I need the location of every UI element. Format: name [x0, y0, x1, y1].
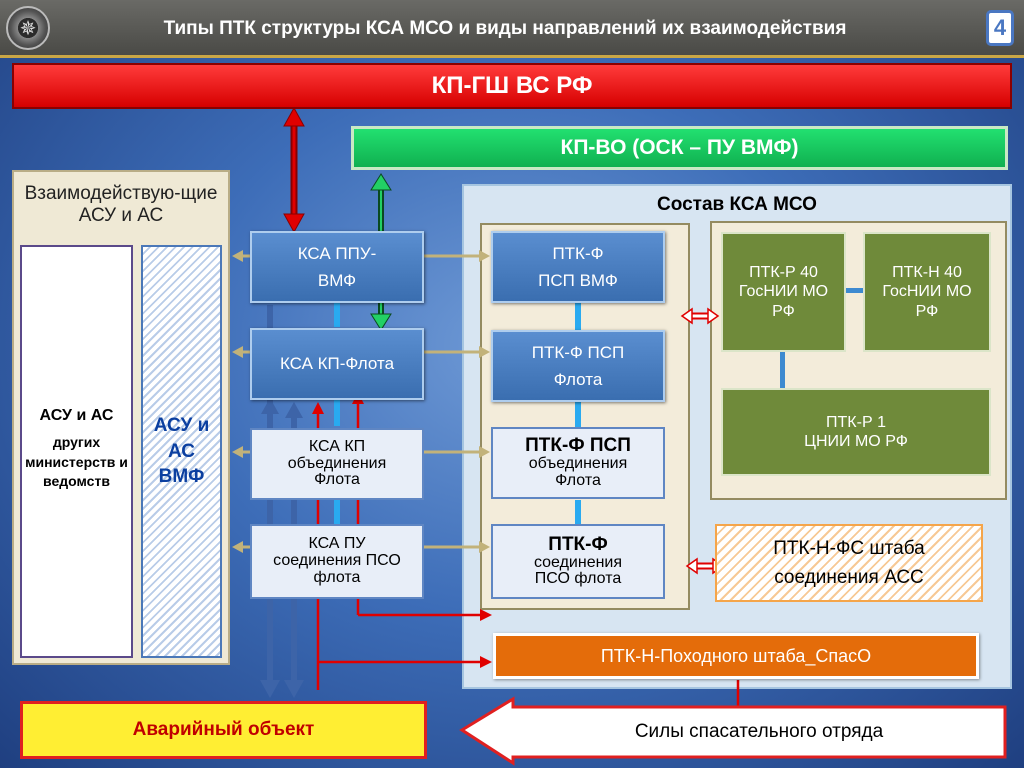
ptk-f-soed-bottom: соединения ПСО флота [533, 553, 623, 588]
ksa-kp-flota-label: КСА КП-Флота [279, 354, 395, 374]
ptk-r-40-label: ПТК-Р 40 ГосНИИ МО РФ [738, 264, 829, 320]
ptk-n-fs-label: ПТК-Н-ФС штаба соединения АСС [773, 537, 925, 588]
ptk-f-psp-obed-box[interactable]: ПТК-Ф ПСП объединения Флота [491, 427, 665, 499]
ksa-kp-obed-box[interactable]: КСА КП объединения Флота [250, 428, 424, 500]
ptk-f-psp-flota-label: ПТК-Ф ПСП Флота [531, 342, 625, 389]
ptk-f-soed-top: ПТК-Ф [548, 533, 608, 555]
ptk-f-psp-obed-bottom: объединения Флота [528, 455, 628, 489]
ptk-f-psp-obed-top: ПТК-Ф ПСП [525, 435, 631, 457]
vmf-systems-column: АСУ и АС ВМФ [141, 245, 222, 658]
ptk-f-psp-flota-box[interactable]: ПТК-Ф ПСП Флота [491, 330, 665, 402]
emergency-object-box[interactable]: Аварийный объект [20, 701, 427, 759]
kp-vo-bar[interactable]: КП-ВО (ОСК – ПУ ВМФ) [351, 126, 1008, 170]
slide-title: Типы ПТК структуры КСА МСО и виды направ… [163, 18, 847, 39]
ksa-ppu-vmf-label: КСА ППУ-ВМФ [297, 243, 377, 290]
rescue-forces-arrow[interactable]: Силы спасательного отряда [634, 721, 884, 742]
ksa-pu-soed-label: КСА ПУ соединения ПСО флота [273, 535, 401, 586]
ksa-ppu-vmf-box[interactable]: КСА ППУ-ВМФ [250, 231, 424, 303]
other-ministries-line2: других министерств и ведомств [25, 434, 128, 490]
ksa-kp-obed-label: КСА КП объединения Флота [287, 437, 387, 489]
ptk-n-fs-box[interactable]: ПТК-Н-ФС штаба соединения АСС [715, 524, 983, 602]
interacting-systems-title: Взаимодействую-щие АСУ и АС [24, 183, 218, 226]
ptk-r-1-box[interactable]: ПТК-Р 1 ЦНИИ МО РФ [721, 388, 991, 476]
ptk-r-40-box[interactable]: ПТК-Р 40 ГосНИИ МО РФ [721, 232, 846, 352]
ptk-f-psp-vmf-box[interactable]: ПТК-Ф ПСП ВМФ [491, 231, 665, 303]
ksa-kp-flota-box[interactable]: КСА КП-Флота [250, 328, 424, 400]
kp-gsh-bar[interactable]: КП-ГШ ВС РФ [12, 63, 1012, 109]
ptk-n-pohod-bar[interactable]: ПТК-Н-Походного штаба_СпасО [493, 633, 979, 679]
ptk-f-soed-box[interactable]: ПТК-Ф соединения ПСО флота [491, 524, 665, 599]
ksa-pu-soed-box[interactable]: КСА ПУ соединения ПСО флота [250, 524, 424, 599]
other-ministries-column: АСУ и АС других министерств и ведомств [20, 245, 133, 658]
ptk-r-1-label: ПТК-Р 1 ЦНИИ МО РФ [804, 413, 908, 450]
ksa-mso-title: Состав КСА МСО [657, 194, 817, 215]
ptk-f-psp-vmf-label: ПТК-Ф ПСП ВМФ [538, 243, 618, 290]
emblem-icon: ✵ [6, 6, 50, 50]
slide-header [0, 0, 1024, 58]
other-ministries-line1: АСУ и АС [39, 407, 114, 424]
page-number: 4 [986, 10, 1014, 46]
ptk-n-40-box[interactable]: ПТК-Н 40 ГосНИИ МО РФ [863, 232, 991, 352]
ptk-n-40-label: ПТК-Н 40 ГосНИИ МО РФ [882, 264, 972, 320]
vmf-systems-label: АСУ и АС ВМФ [153, 415, 210, 488]
